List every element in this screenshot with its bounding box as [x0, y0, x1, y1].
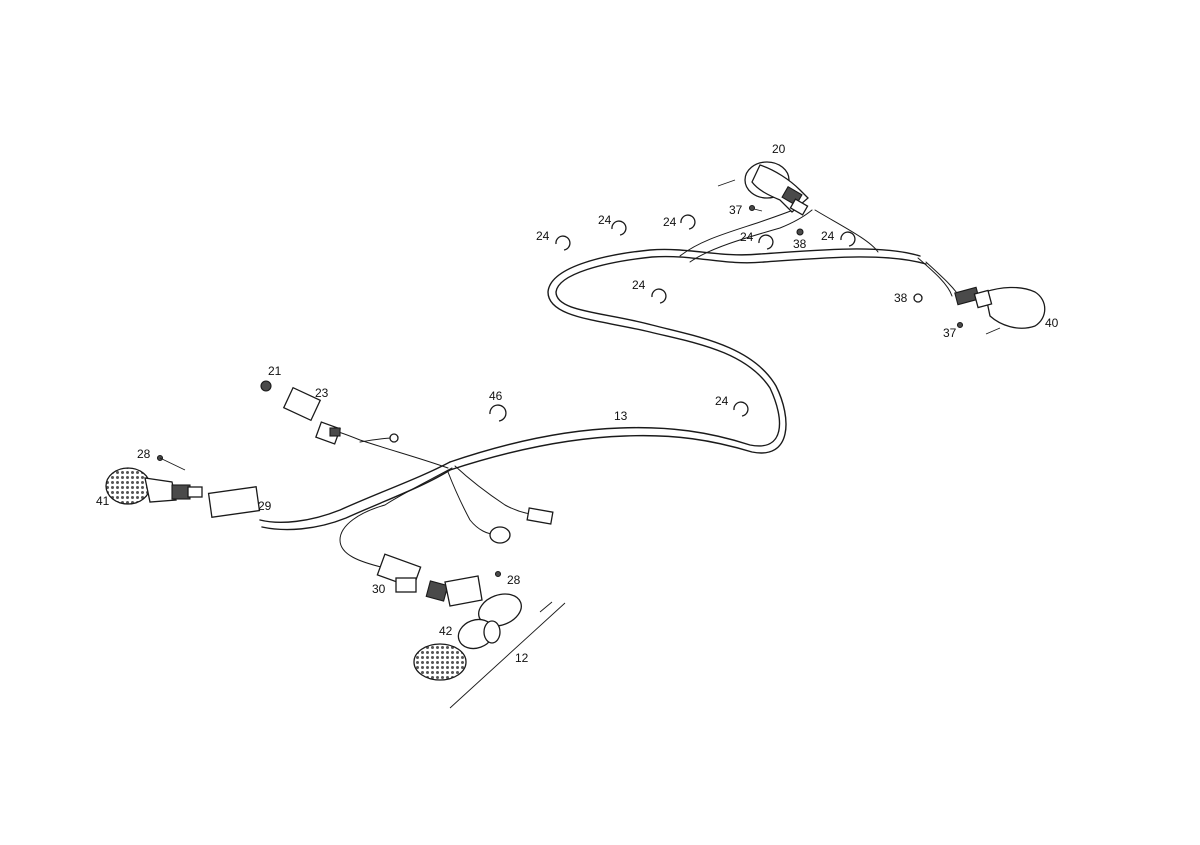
front-left-indicator — [105, 467, 261, 518]
callout-20: 20 — [772, 142, 786, 156]
screw-37-icon — [748, 204, 756, 212]
callout-13: 13 — [614, 409, 628, 423]
screw-28b-icon — [494, 570, 502, 578]
main-wiring-harness — [259, 204, 961, 569]
front-right-indicator — [744, 161, 809, 216]
callout-24: 24 — [663, 215, 677, 229]
rear-right-indicator — [954, 286, 1046, 329]
spade-connector — [526, 507, 554, 525]
callout-37: 37 — [729, 203, 743, 217]
ring-terminal-icon — [389, 433, 399, 443]
callout-24: 24 — [632, 278, 646, 292]
callout-24: 24 — [740, 230, 754, 244]
callout-23: 23 — [315, 386, 329, 400]
callout-41: 41 — [96, 494, 110, 508]
callout-24: 24 — [821, 229, 835, 243]
callout-38: 38 — [793, 237, 807, 251]
nut-38b-icon — [913, 293, 923, 303]
callout-labels: 20 37 38 24 24 24 24 24 24 24 38 37 40 2… — [96, 142, 1059, 665]
screw-37b-icon — [956, 321, 964, 329]
screw-icon — [717, 179, 736, 187]
callout-38: 38 — [894, 291, 908, 305]
callout-29: 29 — [258, 499, 272, 513]
assembly-bracket-line — [449, 602, 566, 709]
callout-46: 46 — [489, 389, 503, 403]
callout-24: 24 — [536, 229, 550, 243]
callout-12: 12 — [515, 651, 529, 665]
callout-24: 24 — [598, 213, 612, 227]
callout-28: 28 — [137, 447, 151, 461]
callout-30: 30 — [372, 582, 386, 596]
callout-42: 42 — [439, 624, 453, 638]
flasher-relay — [282, 386, 341, 445]
bolt-21-icon — [260, 380, 272, 392]
callout-40: 40 — [1045, 316, 1059, 330]
callout-24: 24 — [715, 394, 729, 408]
nut-38-icon — [796, 228, 804, 236]
cable-clip-icon — [489, 214, 856, 422]
callout-21: 21 — [268, 364, 282, 378]
callout-37: 37 — [943, 326, 957, 340]
ground-ring-icon — [489, 526, 511, 544]
callout-28: 28 — [507, 573, 521, 587]
rear-left-indicator — [376, 553, 522, 681]
